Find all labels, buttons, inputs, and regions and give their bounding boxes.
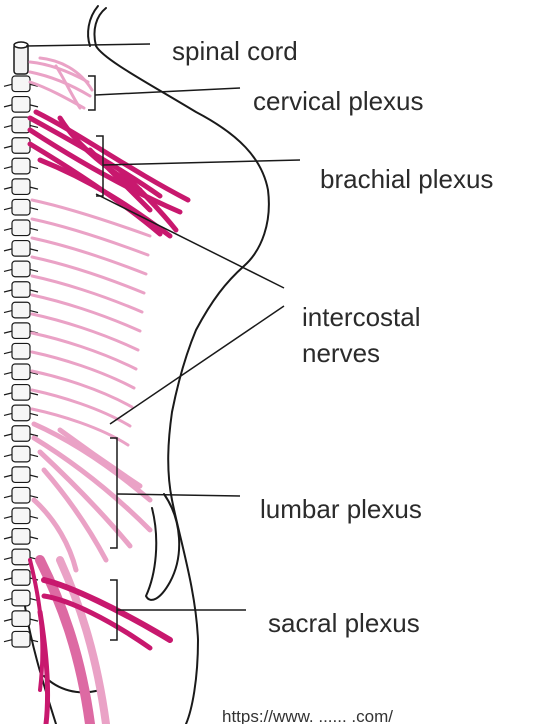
brachial-plexus-nerves bbox=[30, 112, 188, 236]
label-spinal-cord: spinal cord bbox=[172, 36, 298, 66]
vertebra bbox=[12, 590, 30, 606]
label-sacral-plexus: sacral plexus bbox=[268, 608, 420, 638]
intercostal-nerve bbox=[32, 238, 146, 274]
intercostal-nerve bbox=[32, 295, 140, 331]
vertebra bbox=[12, 611, 30, 627]
vertebra bbox=[12, 323, 30, 339]
intercostal-nerve bbox=[32, 200, 150, 236]
cervical-plexus-nerves bbox=[30, 58, 92, 108]
vertebra bbox=[12, 529, 30, 545]
intercostal-nerve bbox=[32, 219, 148, 255]
vertebra bbox=[12, 241, 30, 257]
vertebra bbox=[12, 220, 30, 236]
vertebra bbox=[12, 467, 30, 483]
intercostal-nerve bbox=[32, 333, 136, 369]
vertebra bbox=[12, 549, 30, 565]
label-brachial-plexus: brachial plexus bbox=[320, 164, 493, 194]
vertebra bbox=[12, 364, 30, 380]
vertebra bbox=[12, 343, 30, 359]
brachial-leader bbox=[103, 160, 300, 165]
label-nerves: nerves bbox=[302, 338, 380, 368]
intercostal-nerve bbox=[32, 352, 134, 388]
vertebra bbox=[12, 138, 30, 154]
vertebra bbox=[12, 385, 30, 401]
vertebra bbox=[12, 199, 30, 215]
footer-url: https://www. ...... .com/ bbox=[222, 707, 393, 724]
lumbar-leader bbox=[117, 494, 240, 496]
intercostal-nerve bbox=[32, 409, 128, 445]
label-cervical-plexus: cervical plexus bbox=[253, 86, 424, 116]
intercostal-nerve bbox=[32, 314, 138, 350]
vertebra bbox=[12, 97, 30, 113]
intercostal-nerve bbox=[32, 257, 144, 293]
spinal-cord-top bbox=[14, 42, 28, 48]
intercostal-nerve bbox=[32, 276, 142, 312]
vertebra bbox=[12, 570, 30, 586]
vertebra bbox=[12, 631, 30, 647]
vertebra bbox=[12, 487, 30, 503]
vertebra bbox=[12, 302, 30, 318]
intercostal-leader-1 bbox=[96, 194, 284, 288]
vertebra bbox=[12, 508, 30, 524]
intercostal-leader-2 bbox=[110, 306, 284, 424]
sacral-plexus-nerves bbox=[30, 560, 170, 724]
vertebra bbox=[12, 405, 30, 421]
vertebra bbox=[12, 426, 30, 442]
vertebra bbox=[12, 76, 30, 92]
vertebra bbox=[12, 261, 30, 277]
label-intercostal: intercostal bbox=[302, 302, 421, 332]
lumbar-plexus-nerves bbox=[34, 424, 150, 570]
label-lumbar-plexus: lumbar plexus bbox=[260, 494, 422, 524]
vertebra bbox=[12, 158, 30, 174]
intercostal-nerve bbox=[32, 371, 132, 407]
vertebra bbox=[12, 282, 30, 298]
vertebra bbox=[12, 117, 30, 133]
vertebra bbox=[12, 446, 30, 462]
spinal-cord-leader bbox=[26, 44, 150, 46]
vertebra bbox=[12, 179, 30, 195]
